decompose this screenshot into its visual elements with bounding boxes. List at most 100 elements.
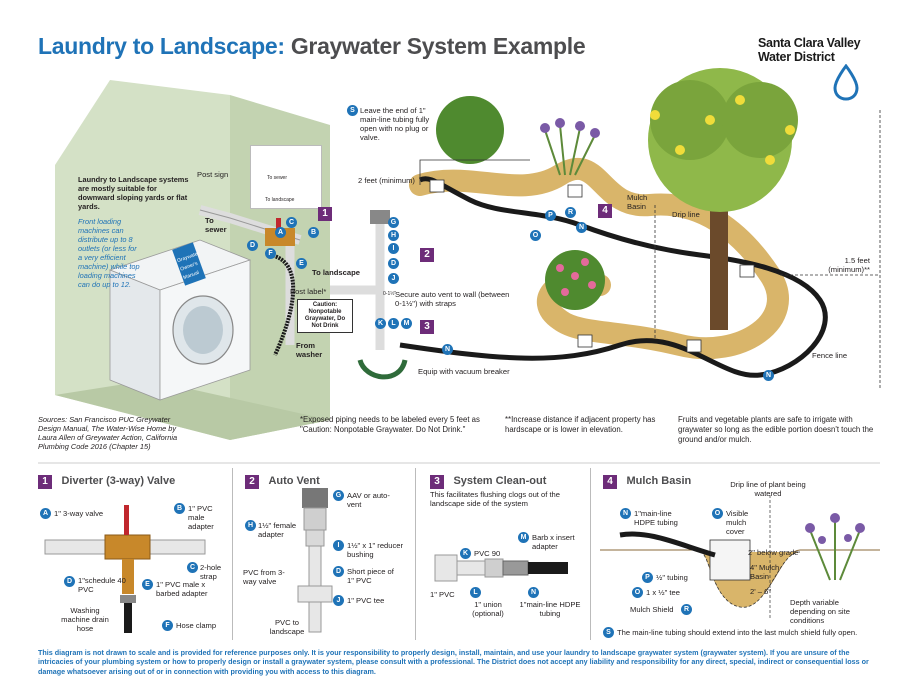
s2-label-j: 1" PVC tee [347, 596, 385, 605]
s3-label-n: 1"main-line HDPE tubing [519, 600, 581, 618]
s1-dot-e: E [142, 579, 153, 590]
s3-description: This facilitates flushing clogs out of t… [430, 490, 561, 508]
mulch-shields [429, 179, 755, 353]
fruit-note: Fruits and vegetable plants are safe to … [678, 415, 874, 444]
logo-line2: Water District [758, 50, 835, 64]
s4-dot-r: R [681, 604, 692, 615]
drain-hose [269, 253, 296, 356]
s1-dot-f: F [162, 620, 173, 631]
s1-label-d: 1"schedule 40 PVC [78, 576, 126, 594]
tree-trunk [710, 180, 728, 330]
callout-r: R [565, 207, 576, 218]
s4-lavender [805, 513, 865, 581]
mulch-basin-label: Mulch Basin [627, 193, 648, 211]
fence-line-label: Fence line [812, 351, 848, 360]
callout-h: H [388, 230, 399, 241]
dim-0-1-label: 0-1½" [383, 291, 397, 297]
s3-dot-m: M [518, 532, 529, 543]
leave-end-label: Leave the end of 1" main-line tubing ful… [360, 106, 430, 142]
callout-j: J [388, 273, 399, 284]
s4-label-n: 1"main-line HDPE tubing [634, 509, 678, 527]
s3-label-pvc: 1" PVC [430, 590, 455, 599]
section-1-header: 1 Diverter (3-way) Valve [38, 471, 175, 489]
section-3-number: 3 [430, 475, 444, 489]
sources-note: Sources: San Francisco PUC Greywater Des… [38, 415, 178, 451]
callout-e: E [296, 258, 307, 269]
badge-1: 1 [318, 207, 332, 221]
s4-label-variable: Depth variable depending on site conditi… [790, 598, 850, 625]
title-part1: Laundry to Landscape: [38, 33, 285, 59]
s1-label-e: 1" PVC male x barbed adapter [156, 580, 208, 598]
s2-label-i: 1½" x 1" reducer bushing [347, 541, 404, 559]
callout-o: O [530, 230, 541, 241]
s1-dot-d: D [64, 576, 75, 587]
title-part2: Graywater System Example [290, 33, 586, 59]
mulch-basin-illustration [600, 495, 880, 620]
callout-l: L [388, 318, 399, 329]
callout-b: B [308, 227, 319, 238]
s3-label-l: 1" union (optional) [472, 600, 504, 618]
post-sign-label: Post sign [197, 170, 229, 179]
footnote-distance: **Increase distance if adjacent property… [505, 415, 656, 434]
s4-dot-p: P [642, 572, 653, 583]
s4-dot-n: N [620, 508, 631, 519]
callout-f: F [265, 248, 276, 259]
s2-dot-h: H [245, 520, 256, 531]
disclaimer: This diagram is not drawn to scale and i… [38, 648, 869, 676]
s4-dot-o: O [712, 508, 723, 519]
s2-label-d: Short piece of 1" PVC [347, 567, 394, 585]
callout-n3: N [763, 370, 774, 381]
s1-label-f: Hose clamp [176, 621, 217, 630]
s2-dot-d: D [333, 566, 344, 577]
lemons [650, 95, 795, 165]
logo-line1: Santa Clara Valley [758, 36, 861, 50]
s1-dot-a: A [40, 508, 51, 519]
page-title: Laundry to Landscape: Graywater System E… [38, 33, 586, 60]
from-washer-label: From washer [296, 341, 323, 359]
vacuum-hose [357, 359, 408, 380]
s3-label-k: PVC 90 [474, 549, 501, 558]
s4-label-s: The main-line tubing should extend into … [617, 628, 858, 637]
section-2-header: 2 Auto Vent [245, 471, 320, 489]
callout-p: P [545, 210, 556, 221]
to-sewer-label: To sewer [205, 216, 227, 234]
s3-dot-n: N [528, 587, 539, 598]
callout-a: A [275, 227, 286, 238]
s1-label-a: 1" 3-way valve [54, 509, 104, 518]
callout-k: K [375, 318, 386, 329]
s1-label-c: 2-hole strap [200, 563, 222, 581]
setback-label: 1.5 feet (minimum)** [828, 256, 870, 274]
room-floor [55, 380, 330, 440]
water-drop-icon [833, 64, 859, 101]
section-4-number: 4 [603, 475, 617, 489]
owners-manual-book [172, 242, 206, 286]
s1-dot-b: B [174, 503, 185, 514]
callout-i: I [388, 243, 399, 254]
auto-vent [370, 210, 390, 224]
badge-3: 3 [420, 320, 434, 334]
s4-dot-s: S [603, 627, 614, 638]
s4-label-p: ½" tubing [656, 573, 688, 582]
s4-label-basin: 4" Mulch Basin [750, 563, 780, 581]
s1-label-b: 1" PVC male adapter [188, 504, 214, 531]
section-3-title: System Clean-out [453, 475, 547, 487]
vacuum-breaker-label: Equip with vacuum breaker [418, 367, 510, 376]
sign-to-sewer: To sewer [267, 175, 288, 181]
post-label: Post label* [290, 287, 327, 296]
washer-side [109, 269, 161, 401]
section-4-title: Mulch Basin [626, 475, 692, 487]
washer-window [183, 306, 223, 354]
s4-label-r: Mulch Shield [630, 605, 674, 614]
drip-line-label: Drip line [672, 210, 700, 219]
s4-label-q: 1 x ½" tee [646, 588, 680, 597]
s1-dot-c: C [187, 562, 198, 573]
s4-label-o: Visible mulch cover [726, 509, 749, 536]
mulch-path [409, 157, 789, 360]
outside-pipe [330, 220, 385, 295]
front-loading-note: Front loading machines can distribute up… [78, 217, 140, 289]
shrub [436, 96, 504, 164]
callout-g: G [388, 217, 399, 228]
callout-n1: N [442, 344, 453, 355]
callout-m: M [401, 318, 412, 329]
callout-s: S [347, 105, 358, 116]
